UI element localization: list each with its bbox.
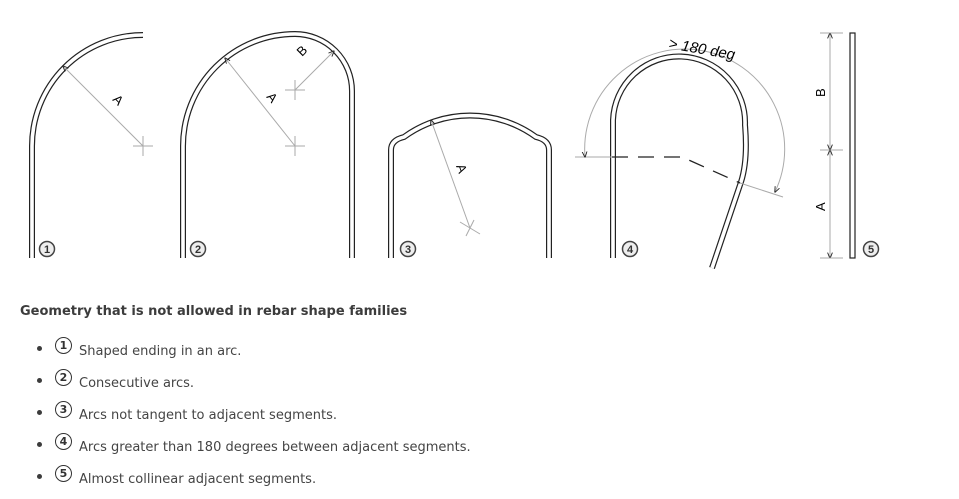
dimension-label-a: A [110, 92, 127, 109]
list-item-text: Almost collinear adjacent segments. [79, 472, 317, 487]
section-heading: Geometry that is not allowed in rebar sh… [20, 304, 408, 319]
callout-number: 3 [55, 401, 72, 418]
shape-3-non-tangent-arc: A [388, 112, 552, 258]
callout-3: 3 [399, 240, 417, 258]
callout-number: 4 [55, 433, 72, 450]
svg-text:2: 2 [195, 244, 201, 256]
bullet-icon [37, 410, 42, 415]
bullet-icon [37, 442, 42, 447]
bullet-icon [37, 346, 42, 351]
rebar-geometry-diagram: A A B A > 180 deg B A 1 2 3 [29, 30, 880, 269]
dimension-label-a: A [813, 202, 828, 211]
dimension-label-a: A [264, 89, 281, 106]
bullet-icon [37, 474, 42, 479]
list-item-text: Arcs greater than 180 degrees between ad… [79, 440, 471, 455]
svg-text:3: 3 [405, 244, 411, 256]
svg-text:5: 5 [868, 244, 874, 256]
callout-number: 5 [55, 465, 72, 482]
callout-5: 5 [862, 240, 880, 258]
dimension-label-b: B [813, 88, 828, 97]
svg-text:4: 4 [627, 244, 634, 256]
callout-2: 2 [189, 240, 207, 258]
dimension-label-a: A [453, 162, 470, 176]
list-item-text: Arcs not tangent to adjacent segments. [79, 408, 337, 423]
callout-number: 1 [55, 337, 72, 354]
callout-1: 1 [38, 240, 56, 258]
callout-number: 2 [55, 369, 72, 386]
shape-5-collinear-segments: B A [813, 33, 856, 259]
list-item-text: Shaped ending in an arc. [79, 344, 242, 359]
dimension-label-b: B [294, 42, 311, 59]
bullet-icon [37, 378, 42, 383]
shape-2-consecutive-arcs: A B [180, 30, 355, 258]
list-item-text: Consecutive arcs. [79, 376, 195, 391]
callout-4: 4 [621, 240, 639, 258]
svg-text:1: 1 [44, 244, 50, 256]
shape-1-arc-ending: A [29, 32, 153, 258]
shape-4-arc-over-180: > 180 deg [575, 35, 786, 269]
